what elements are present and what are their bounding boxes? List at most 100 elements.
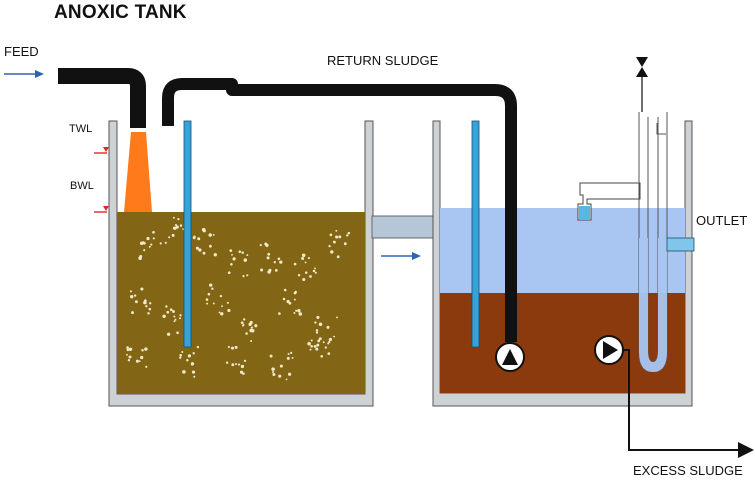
- air-bubble: [133, 294, 137, 297]
- air-bubble: [307, 342, 311, 346]
- air-bubble: [259, 244, 262, 247]
- air-bubble: [243, 258, 248, 262]
- air-bubble: [179, 314, 182, 317]
- air-bubble: [230, 346, 235, 350]
- air-bubble: [135, 359, 139, 363]
- air-bubble: [312, 269, 316, 273]
- air-bubble: [318, 322, 323, 326]
- air-bubble: [138, 256, 142, 260]
- pump-icon: [594, 335, 624, 365]
- air-bubble: [140, 287, 144, 291]
- air-bubble: [141, 241, 145, 245]
- air-bubble: [272, 373, 276, 376]
- air-bubble: [205, 298, 209, 301]
- air-bubble: [320, 355, 323, 358]
- air-bubble: [172, 216, 175, 219]
- air-bubble: [328, 337, 333, 342]
- air-bubble: [346, 234, 349, 237]
- air-bubble: [327, 342, 330, 345]
- air-bubble: [145, 365, 148, 368]
- air-bubble: [314, 267, 317, 270]
- air-bubble: [309, 348, 312, 351]
- excess-sludge-line: [623, 349, 741, 451]
- air-bubble: [126, 348, 130, 352]
- air-bubble: [278, 312, 281, 315]
- air-bubble: [279, 260, 283, 264]
- air-bubble: [314, 271, 317, 274]
- air-bubble: [310, 339, 313, 342]
- air-bubble: [242, 323, 245, 326]
- air-bubble: [234, 362, 238, 366]
- air-bubble: [250, 340, 253, 342]
- anoxic-mixed-liquor: [117, 212, 365, 394]
- air-bubble: [172, 227, 176, 230]
- air-bubble: [243, 359, 247, 363]
- air-bubble: [134, 300, 138, 304]
- air-bubble: [171, 233, 175, 237]
- flow-arrow-icon: [381, 252, 421, 260]
- air-bubble: [218, 311, 221, 314]
- air-bubble: [326, 325, 330, 329]
- excess-sludge-arrow-icon: [738, 442, 754, 458]
- air-bubble: [240, 321, 244, 325]
- air-bubble: [302, 277, 306, 282]
- surface-withdrawal-pipe: [577, 182, 641, 221]
- air-bubble: [149, 302, 152, 305]
- air-bubble: [127, 359, 131, 362]
- air-bubble: [187, 354, 192, 358]
- air-bubble: [272, 370, 275, 374]
- air-bubble: [315, 331, 319, 334]
- air-bubble: [206, 302, 209, 305]
- air-bubble: [173, 315, 176, 318]
- air-bubble: [287, 372, 292, 376]
- air-bubble: [290, 351, 293, 354]
- air-bubble: [347, 231, 351, 235]
- return-sludge-label: RETURN SLUDGE: [327, 53, 439, 68]
- feed-arrow-icon: [4, 70, 44, 78]
- air-bubble: [277, 257, 281, 261]
- air-bubble: [140, 355, 144, 360]
- air-bubble: [213, 253, 217, 257]
- air-bubble: [335, 229, 338, 232]
- air-bubble: [227, 308, 231, 313]
- air-bubble: [286, 299, 290, 304]
- air-bubble: [166, 310, 170, 314]
- air-bubble: [291, 356, 294, 359]
- feed-spray: [124, 132, 152, 212]
- air-bubble: [221, 305, 223, 308]
- decanter-water: [639, 238, 667, 372]
- air-bubble: [285, 378, 288, 381]
- air-bubble: [126, 353, 128, 356]
- air-bubble: [338, 235, 342, 239]
- air-bubble: [165, 305, 168, 308]
- excess-sludge-label: EXCESS SLUDGE: [633, 463, 743, 478]
- air-bubble: [126, 346, 129, 349]
- air-bubble: [191, 363, 194, 366]
- air-bubble: [211, 287, 214, 290]
- air-bubble: [298, 312, 303, 316]
- air-bubble: [143, 249, 146, 252]
- air-bubble: [227, 271, 231, 275]
- air-bubble: [279, 364, 283, 368]
- air-bubble: [260, 268, 264, 272]
- air-bubble: [202, 251, 206, 255]
- air-bubble: [313, 344, 317, 348]
- air-bubble: [294, 290, 297, 294]
- air-bubble: [229, 249, 233, 252]
- air-bubble: [314, 321, 317, 324]
- air-bubble: [336, 316, 338, 319]
- twl-label: TWL: [69, 123, 93, 135]
- air-bubble: [239, 370, 244, 374]
- air-bubble: [267, 252, 271, 256]
- air-bubble: [186, 358, 189, 362]
- air-bubble: [168, 236, 171, 239]
- feed-label: FEED: [4, 44, 39, 59]
- air-bubble: [195, 246, 199, 250]
- air-bubble: [128, 355, 132, 359]
- air-bubble: [278, 374, 282, 378]
- air-bubble: [141, 348, 144, 352]
- air-bubble: [131, 311, 134, 315]
- air-bubble: [179, 356, 182, 359]
- air-bubble: [145, 305, 148, 308]
- air-bubble: [315, 347, 319, 351]
